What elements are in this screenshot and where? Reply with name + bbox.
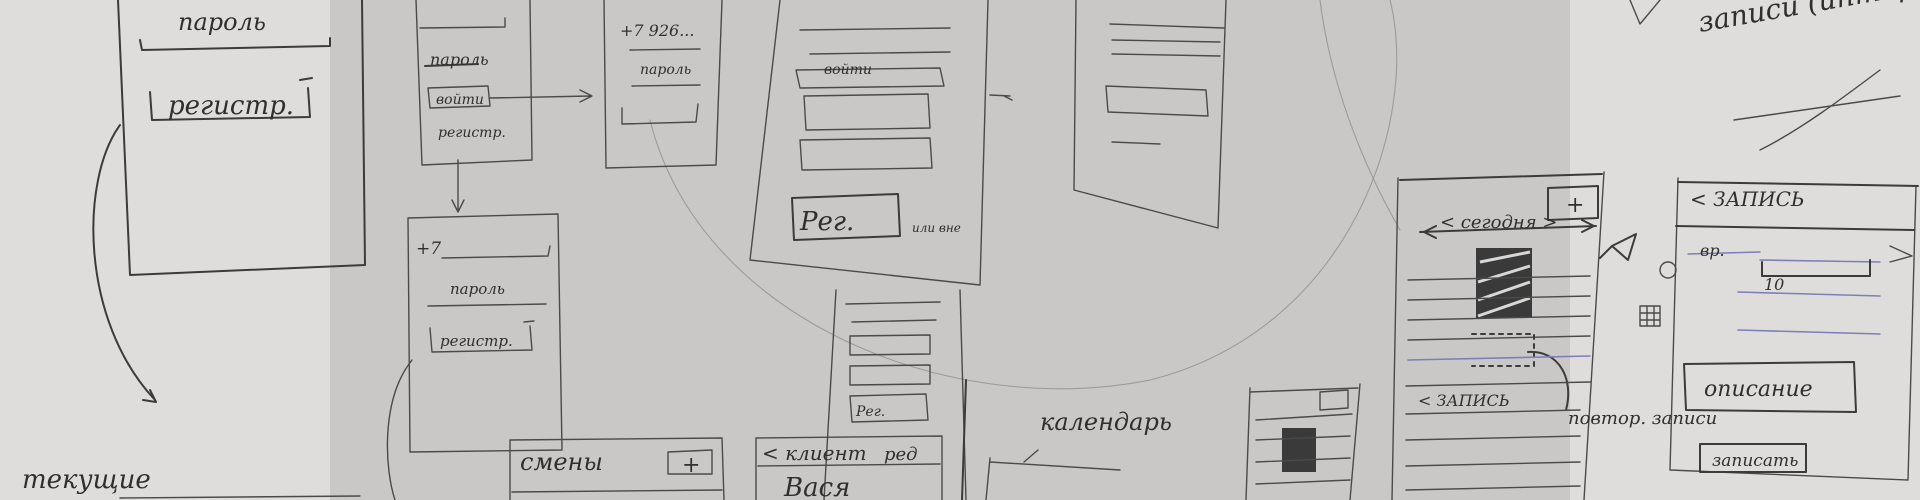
note-v-label: вр. xyxy=(1700,241,1725,260)
sketch-login-screen-1: пароль войти регистр. xyxy=(415,0,593,213)
note-zapisi-interval: записи (интервал) xyxy=(1695,0,1920,39)
sketch-booking-screen: < ЗАПИСЬ вр. 10 описание записать xyxy=(1599,177,1919,481)
note-register-3: регистр. xyxy=(440,332,513,350)
sketch-day-schedule: + < сегодня > < ЗАПИСЬ повтор. записи xyxy=(1391,171,1717,500)
sketch-list-wireframe-2: Рег. xyxy=(823,289,967,500)
sketch-shifts-screen: смены + xyxy=(509,437,725,500)
note-phone-2: +7 926... xyxy=(620,21,694,40)
note-login-btn: войти xyxy=(436,92,484,108)
sketch-list-wireframe: войти Рег. или вне xyxy=(749,0,1013,286)
note-segodnya: < сегодня > xyxy=(1440,212,1557,233)
note-red: ред xyxy=(884,444,918,465)
clock-icon xyxy=(1659,261,1677,279)
note-register-wire: Рег. xyxy=(799,207,854,237)
note-opisanie: описание xyxy=(1704,377,1813,402)
note-ili-vne: или вне xyxy=(912,221,961,235)
sketch-login-screen-3: +7 пароль регистр. xyxy=(386,213,563,500)
paper-shaded xyxy=(330,0,1570,500)
note-tekushchie: текущие xyxy=(22,465,151,495)
paper-left xyxy=(0,0,330,500)
sketch-interval-note: записи (интервал) xyxy=(1629,0,1920,151)
note-vasya: Вася xyxy=(783,473,850,500)
note-zapis-back-small: < ЗАПИСЬ xyxy=(1418,391,1510,410)
note-kalendar: календарь xyxy=(1040,408,1172,436)
sketch-login-screen-2: +7 926... пароль xyxy=(603,0,723,169)
note-register-1: регистр. xyxy=(438,125,506,141)
sketch-calendar: календарь xyxy=(985,0,1227,500)
sketch-small-schedule xyxy=(1245,383,1361,500)
note-phone-3: +7 xyxy=(416,239,441,259)
note-smeny: смены xyxy=(520,448,603,476)
note-register-big: регистр. xyxy=(168,91,294,121)
note-klient-back: < клиент xyxy=(762,441,867,465)
note-parol-2: пароль xyxy=(640,62,691,78)
hatched-block-small xyxy=(1282,428,1316,472)
note-voiti-wire: войти xyxy=(824,62,872,78)
note-parol-1: пароль xyxy=(430,50,489,69)
sketch-login-screen-large: пароль регистр. текущие xyxy=(22,0,366,499)
calendar-icon xyxy=(1639,305,1661,327)
note-parol-top: пароль xyxy=(178,8,266,36)
note-povtor-zapisi: повтор. записи xyxy=(1568,408,1717,429)
note-v-value: 10 xyxy=(1764,275,1784,294)
note-zapisat: записать xyxy=(1712,451,1798,471)
note-register-wire2: Рег. xyxy=(855,404,885,420)
note-zapis-back-big: < ЗАПИСЬ xyxy=(1690,187,1804,211)
note-plus-2: + xyxy=(1566,193,1584,218)
note-plus: + xyxy=(682,453,700,478)
sketch-client-screen: < клиент ред Вася xyxy=(755,379,967,500)
note-parol-3: пароль xyxy=(450,280,505,298)
